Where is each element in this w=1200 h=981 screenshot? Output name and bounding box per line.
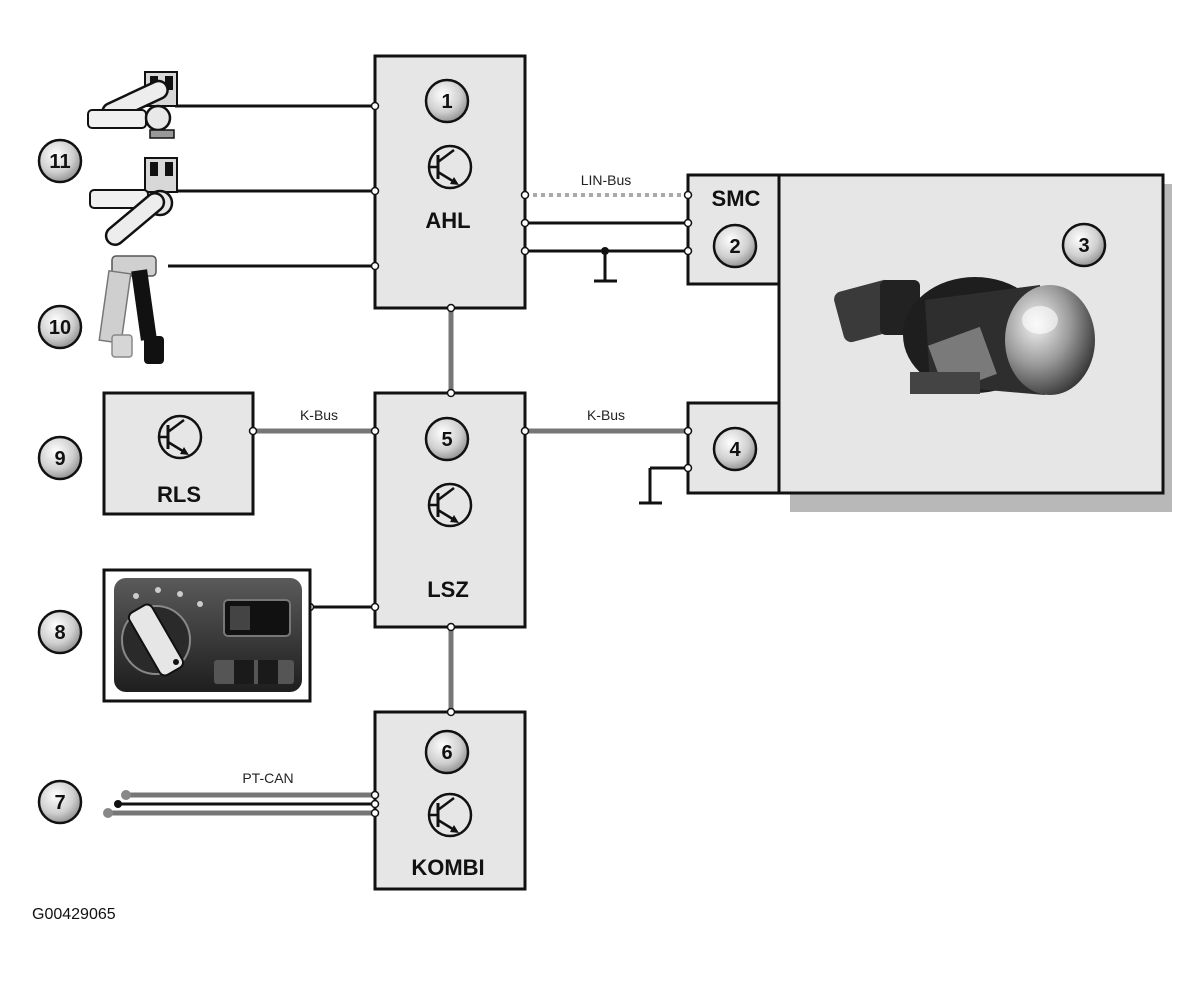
connection-nodes <box>248 101 693 818</box>
rls-label: RLS <box>157 482 201 507</box>
figure-id: G00429065 <box>32 906 116 923</box>
k-bus-right-label: K-Bus <box>587 407 625 423</box>
headlight-block <box>777 173 1172 512</box>
svg-text:5: 5 <box>441 429 452 451</box>
headlight-image <box>834 277 1095 395</box>
badge-7: 7 <box>37 779 83 825</box>
ahl-label: AHL <box>425 208 470 233</box>
svg-text:8: 8 <box>54 622 65 644</box>
svg-text:7: 7 <box>54 792 65 814</box>
badge-3: 3 <box>1061 222 1107 268</box>
ride-height-sensor-upper-icon <box>87 71 178 139</box>
svg-text:3: 3 <box>1078 235 1089 257</box>
svg-text:9: 9 <box>54 448 65 470</box>
light-switch-panel-icon <box>102 568 312 703</box>
svg-text:1: 1 <box>441 91 452 113</box>
rls-module <box>102 391 255 516</box>
brake-pedal-icon <box>98 255 164 364</box>
svg-text:6: 6 <box>441 742 452 764</box>
svg-text:2: 2 <box>729 236 740 258</box>
svg-text:11: 11 <box>49 151 70 173</box>
ride-height-sensor-lower-icon <box>89 157 178 246</box>
badge-5: 5 <box>424 416 470 462</box>
smc-label: SMC <box>712 186 761 211</box>
badge-1: 1 <box>424 78 470 124</box>
badge-4: 4 <box>712 426 758 472</box>
badge-11: 11 <box>37 138 83 184</box>
badge-8: 8 <box>37 609 83 655</box>
pt-can-label: PT-CAN <box>242 770 293 786</box>
wires <box>103 104 688 818</box>
badge-9: 9 <box>37 435 83 481</box>
k-bus-left-label: K-Bus <box>300 407 338 423</box>
lsz-label: LSZ <box>427 577 469 602</box>
kombi-label: KOMBI <box>411 855 484 880</box>
svg-text:10: 10 <box>49 317 71 339</box>
badge-10: 10 <box>37 304 83 350</box>
lin-bus-label: LIN-Bus <box>581 172 632 188</box>
svg-text:4: 4 <box>729 439 741 461</box>
badge-6: 6 <box>424 729 470 775</box>
badge-2: 2 <box>712 223 758 269</box>
